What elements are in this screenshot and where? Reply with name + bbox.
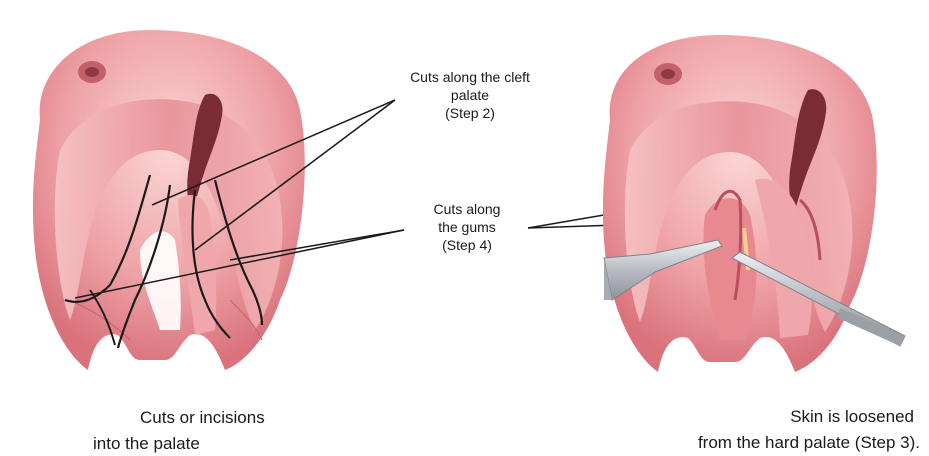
callout-step2-line1: Cuts along the cleft: [370, 68, 570, 86]
right-palate-illustration: [603, 35, 877, 372]
callout-step4-label: Cuts along the gums (Step 4): [392, 200, 542, 254]
callout-step2-label: Cuts along the cleft palate (Step 2): [370, 68, 570, 122]
callout-step4-line2: the gums: [392, 218, 542, 236]
callout-step4-line3: (Step 4): [392, 236, 542, 254]
caption-right-line2: from the hard palate (Step 3).: [620, 432, 920, 453]
left-palate-illustration: [33, 30, 305, 370]
caption-left-line2: into the palate: [93, 433, 200, 454]
caption-left-line1: Cuts or incisions: [140, 407, 265, 428]
callout-step4-line1: Cuts along: [392, 200, 542, 218]
callout-step2-line3: (Step 2): [370, 104, 570, 122]
caption-right-line1: Skin is loosened: [704, 406, 914, 427]
callout-step2-line2: palate: [370, 86, 570, 104]
